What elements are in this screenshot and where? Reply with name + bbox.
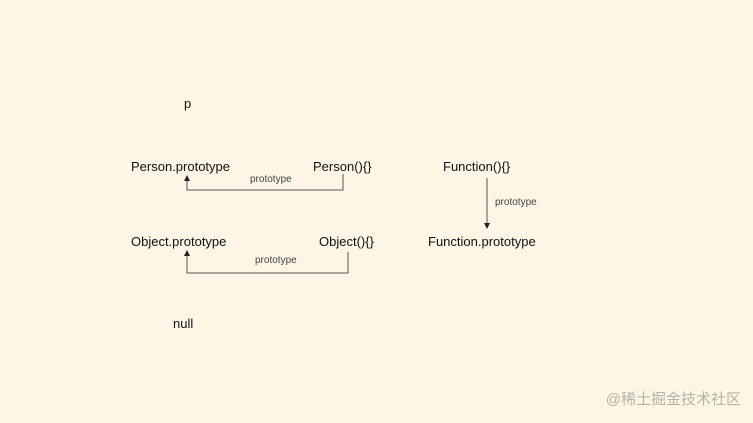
node-object-prototype: Object.prototype (131, 234, 227, 249)
function-edge-label: prototype (495, 197, 537, 208)
person-edge-label: prototype (250, 174, 292, 185)
person-prototype-connector (184, 174, 344, 191)
node-function-constructor: Function(){} (443, 159, 511, 174)
node-null: null (173, 316, 194, 331)
node-p: p (184, 96, 192, 111)
node-object-constructor: Object(){} (319, 234, 374, 249)
object-edge-label: prototype (255, 255, 297, 266)
node-function-prototype: Function.prototype (428, 234, 536, 249)
node-person-prototype: Person.prototype (131, 159, 231, 174)
watermark-text: @稀土掘金技术社区 (605, 391, 741, 408)
object-prototype-connector (184, 250, 349, 274)
node-person-constructor: Person(){} (313, 159, 372, 174)
